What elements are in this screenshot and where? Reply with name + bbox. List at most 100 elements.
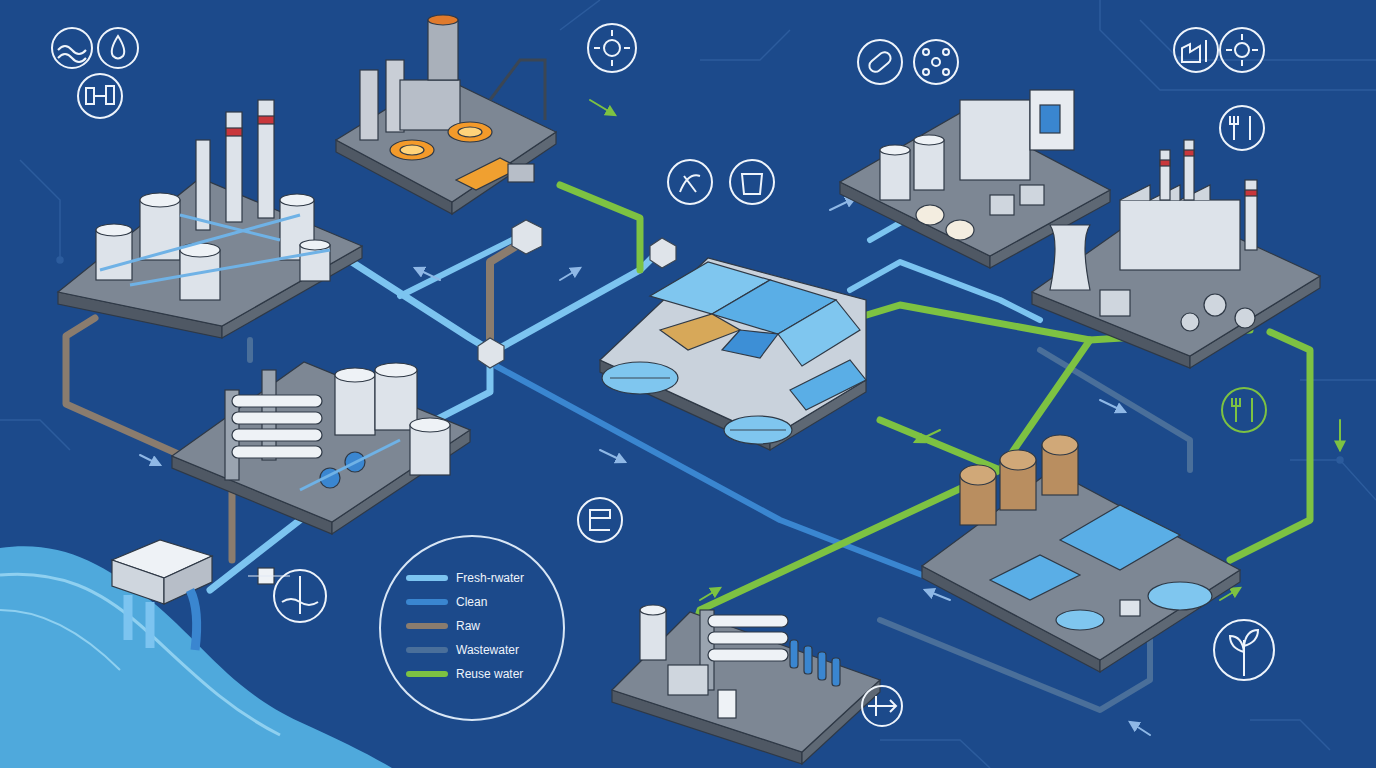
manufacturing-plant xyxy=(1235,308,1255,328)
foundry-plant xyxy=(428,20,458,80)
foundry-plant xyxy=(448,122,492,142)
sea-intake xyxy=(164,556,212,604)
refinery-plant xyxy=(280,194,314,206)
desalination-plant xyxy=(232,395,322,407)
icon-badge xyxy=(98,28,138,68)
refinery-plant xyxy=(300,240,330,250)
icon-badge xyxy=(594,30,630,66)
icon-badge xyxy=(914,40,958,84)
flow-arrow xyxy=(590,100,615,115)
icon-badge xyxy=(78,74,122,118)
legend-swatch xyxy=(406,599,448,605)
circuit-pattern xyxy=(1100,0,1376,90)
icon-badge xyxy=(106,86,114,104)
legend-label: Clean xyxy=(456,595,487,609)
reuse-pipe xyxy=(880,340,1090,470)
desalination-plant xyxy=(172,362,470,534)
icon-badge xyxy=(730,160,774,204)
sea-intake xyxy=(112,540,290,650)
manufacturing-plant xyxy=(1120,200,1240,270)
icon-badge xyxy=(858,40,902,84)
treatment-plant xyxy=(790,360,866,410)
foundry-plant xyxy=(360,70,378,140)
sea-intake xyxy=(112,560,164,604)
refinery-plant xyxy=(58,100,362,338)
biological-plant xyxy=(1056,610,1104,630)
desalination-plant xyxy=(335,375,375,435)
icon-badge xyxy=(86,88,94,104)
legend: Fresh-rwaterCleanRawWastewaterReuse wate… xyxy=(406,566,556,686)
junction-box xyxy=(512,220,542,254)
icon-badge xyxy=(95,95,105,97)
bottling-plant xyxy=(804,646,812,674)
bottling-plant xyxy=(818,652,826,680)
legend-label: Wastewater xyxy=(456,643,519,657)
legend-swatch xyxy=(406,575,448,581)
icon-badge xyxy=(1214,620,1274,680)
legend-item: Clean xyxy=(406,590,556,614)
paper-dairy-plant xyxy=(880,145,910,155)
icon-badge xyxy=(1220,106,1264,150)
circuit-pattern xyxy=(560,0,600,30)
fresh-pipe xyxy=(400,236,520,296)
sea-intake xyxy=(128,595,150,648)
biological-plant xyxy=(1120,600,1140,616)
desalination-plant xyxy=(232,429,322,441)
desalination-plant xyxy=(300,440,400,490)
bottling-plant xyxy=(708,615,788,627)
refinery-plant xyxy=(96,224,132,236)
icon-badge xyxy=(868,696,896,716)
foundry-plant xyxy=(458,127,482,137)
icon-badge xyxy=(578,498,622,542)
flow-arrow xyxy=(560,268,580,280)
legend-item: Wastewater xyxy=(406,638,556,662)
waste-pipe xyxy=(247,340,253,360)
refinery-plant xyxy=(96,230,132,280)
circuit-pattern xyxy=(0,420,70,450)
manufacturing-plant xyxy=(1245,190,1257,196)
refinery-plant xyxy=(226,112,242,222)
flow-arrow xyxy=(600,450,625,462)
sea xyxy=(0,574,280,735)
manufacturing-plant xyxy=(1032,140,1320,368)
sea xyxy=(0,610,120,670)
fresh-pipe xyxy=(210,520,300,590)
icon-badge xyxy=(604,40,620,56)
manufacturing-plant xyxy=(1160,160,1170,166)
treatment-plant xyxy=(730,429,786,430)
manufacturing-plant xyxy=(1204,294,1226,316)
sea-intake xyxy=(190,590,197,650)
circuit-pattern xyxy=(1337,457,1343,463)
icon-badge xyxy=(52,28,92,68)
foundry-plant xyxy=(508,164,534,182)
reuse-pipe xyxy=(560,185,640,270)
legend-item: Fresh-rwater xyxy=(406,566,556,590)
icon-badge xyxy=(588,24,636,72)
foundry-plant xyxy=(336,15,556,214)
refinery-plant xyxy=(140,193,180,207)
refinery-plant xyxy=(196,140,210,230)
desalination-plant xyxy=(335,368,375,382)
icon-badge xyxy=(1220,28,1264,72)
bottling-plant xyxy=(640,605,666,615)
circuit-pattern xyxy=(20,160,60,260)
sea xyxy=(0,546,392,768)
biological-plant xyxy=(990,555,1080,600)
flow-arrow xyxy=(140,455,160,465)
legend-item: Raw xyxy=(406,614,556,638)
treatment-plant xyxy=(724,416,792,444)
sea xyxy=(0,546,392,768)
icon-badge xyxy=(58,46,86,62)
legend-frame xyxy=(380,536,564,720)
icon-badge xyxy=(1226,34,1258,66)
icon-badge xyxy=(862,686,902,726)
icon-badge xyxy=(112,36,124,59)
icon-badge xyxy=(1232,398,1252,422)
foundry-plant xyxy=(390,140,434,160)
pipe-network xyxy=(66,100,1340,735)
paper-dairy-plant xyxy=(990,195,1014,215)
reuse-pipe xyxy=(1230,332,1310,560)
circuit-pattern xyxy=(1250,720,1330,750)
